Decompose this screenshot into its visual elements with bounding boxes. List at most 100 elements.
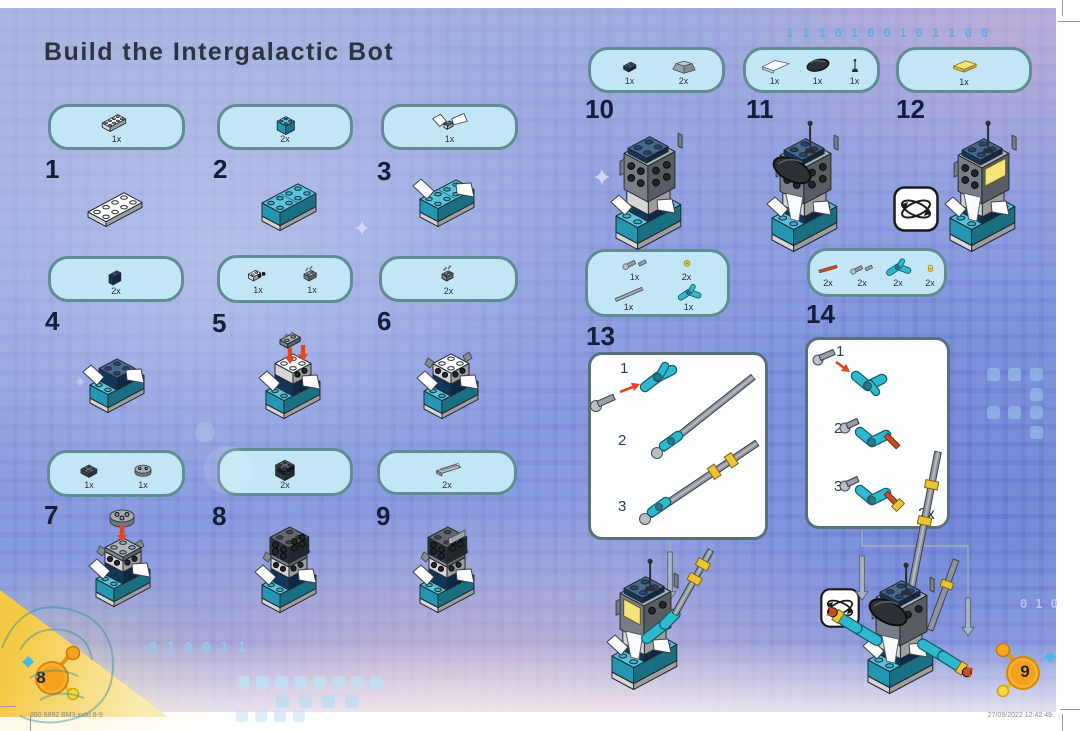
parts-callout-step-13: 1x 2x 1x 1x	[585, 249, 730, 317]
part: 2x	[662, 54, 706, 86]
part-qty: 2x	[857, 277, 867, 288]
parts-callout-step-5: 1x 1x	[217, 255, 353, 303]
pixel-square	[236, 710, 248, 722]
pixel-square	[351, 676, 364, 689]
step-number-1: 1	[45, 154, 60, 184]
part: 1x	[93, 110, 141, 144]
parts-callout-step-7: 1x 1x	[47, 450, 185, 497]
badge-molecule-icon	[995, 642, 1056, 698]
part: 2x	[919, 258, 941, 288]
parts-callout-step-9: 2x	[377, 450, 517, 495]
binary-decoration-right: 010	[1020, 597, 1066, 611]
pixel-square	[332, 676, 345, 689]
part: 2x	[92, 262, 140, 296]
rotate-icon-glyph	[893, 186, 939, 232]
part-qty: 2x	[442, 479, 452, 490]
parts-callout-step-12: 1x	[896, 47, 1032, 93]
pixel-square	[1030, 388, 1043, 401]
part: 1x	[608, 54, 652, 86]
pixel-square	[256, 676, 269, 689]
print-timestamp: 27/09/2022 12:42:49	[987, 712, 1052, 719]
step-number-12: 12	[896, 94, 925, 124]
part-qty: 2x	[280, 134, 290, 144]
part-qty: 1x	[253, 285, 263, 295]
parts-callout-step-10: 1x 2x	[588, 47, 725, 93]
part-qty: 2x	[443, 286, 454, 296]
substep-14-multiplier: 2x	[918, 506, 935, 523]
connector-gray-icon	[850, 264, 873, 274]
substep-14-3: 3	[834, 478, 843, 495]
step-number-10: 10	[585, 94, 614, 124]
page-number-left: 8	[36, 668, 46, 687]
binary-decoration-top: 1110100101100	[786, 26, 997, 40]
tile-yellow-icon	[953, 60, 977, 73]
substep-box-13	[588, 352, 768, 540]
step-number-7: 7	[44, 500, 59, 530]
parts-callout-step-3: 1x	[381, 104, 518, 150]
part-qty: 1x	[138, 479, 148, 490]
step-number-4: 4	[45, 306, 60, 336]
substep-13-3: 3	[618, 498, 627, 515]
part-qty: 2x	[925, 277, 935, 288]
parts-callout-step-6: 2x	[379, 256, 518, 302]
part: 2x	[813, 258, 843, 288]
crop-mark	[1058, 21, 1080, 22]
pixel-square	[1030, 426, 1043, 439]
part: 1x	[615, 254, 655, 282]
wedge-white-icon	[761, 60, 790, 74]
axle-long-gray-icon	[614, 286, 643, 302]
parts-callout-step-11: 1x 1x 1x	[743, 47, 880, 93]
print-file-info: 880 9892 BM3.indd 8-9	[30, 712, 103, 719]
page-number-badge-right: 9	[988, 641, 1058, 703]
half-bush-yellow-icon	[683, 260, 690, 267]
part: 2x	[423, 456, 471, 490]
crop-mark	[1060, 709, 1080, 710]
pixel-square	[322, 695, 335, 708]
pixel-square	[987, 406, 1000, 419]
slope-gray-icon	[671, 60, 696, 74]
part-qty: 2x	[111, 286, 121, 296]
part: 2x	[425, 262, 473, 296]
pixel-square	[313, 676, 326, 689]
pixel-square	[274, 710, 286, 722]
antenna-black-icon	[851, 59, 858, 72]
step-number-8: 8	[212, 501, 227, 531]
part-qty: 1x	[444, 134, 455, 144]
parts-callout-step-1: 1x	[48, 104, 185, 150]
binary-decoration-bottom-left: 010011	[149, 641, 256, 656]
part: 1x	[756, 54, 794, 86]
step-number-5: 5	[212, 308, 227, 338]
pixel-square	[1030, 368, 1043, 381]
part: 1x	[236, 263, 280, 295]
crop-mark	[0, 706, 16, 707]
clip-plate-gray-icon	[303, 265, 317, 282]
part-qty: 1x	[111, 134, 122, 144]
part-qty: 2x	[823, 277, 833, 288]
part-qty: 1x	[84, 479, 94, 490]
substep-14-1: 1	[836, 343, 845, 360]
crop-mark	[30, 716, 31, 731]
step-number-11: 11	[746, 94, 774, 124]
part: 1x	[67, 458, 111, 490]
part-qty: 1x	[624, 76, 635, 86]
part: 2x	[261, 454, 309, 490]
visor-black-icon	[806, 58, 829, 72]
part: 2x	[261, 110, 309, 144]
axle-red-icon	[818, 264, 838, 273]
part: 1x	[842, 54, 868, 86]
plate-2x2-dark-icon	[80, 464, 98, 478]
part-qty: 1x	[629, 272, 640, 282]
pixel-square	[370, 676, 383, 689]
part-qty: 1x	[849, 76, 860, 86]
part-qty: 1x	[307, 285, 317, 295]
rotate-model-icon	[893, 186, 939, 232]
pixel-square	[345, 695, 358, 708]
part: 1x	[940, 53, 988, 87]
page-number-right: 9	[1020, 662, 1030, 681]
badge-molecule-icon	[22, 645, 81, 701]
pixel-square	[294, 676, 307, 689]
pixel-square	[276, 695, 289, 708]
part: 1x	[290, 263, 334, 295]
connector-gray-icon	[622, 259, 647, 270]
